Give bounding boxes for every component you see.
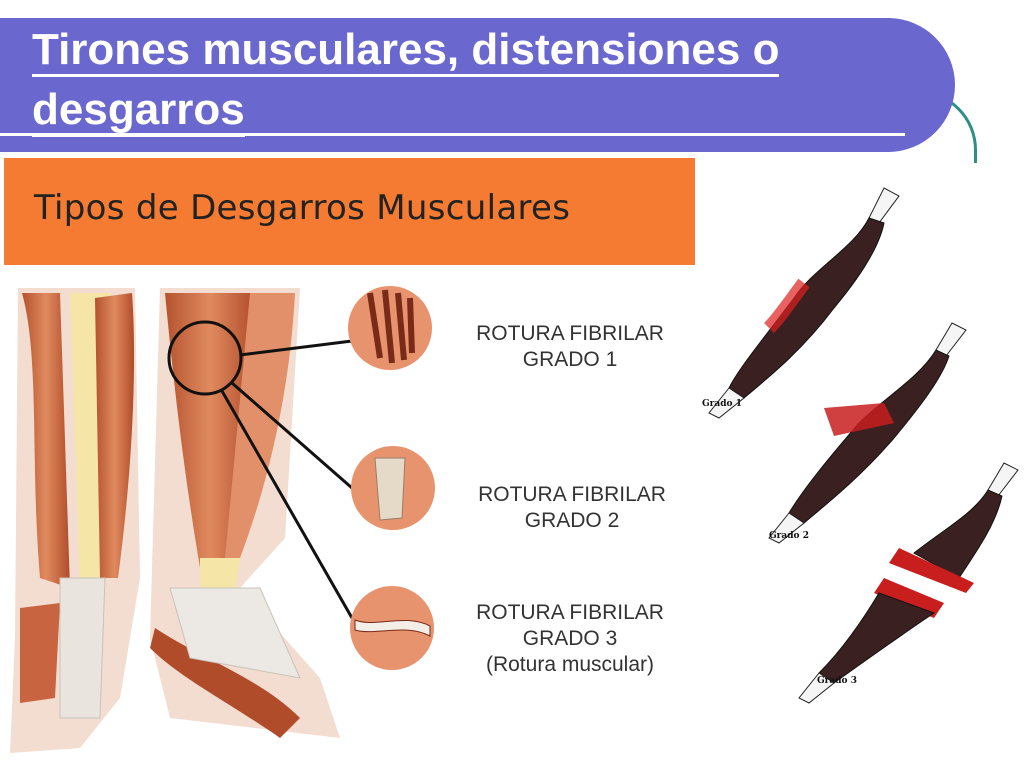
illustration-panel: Tipos de Desgarros Musculares	[0, 158, 1024, 768]
left-leg	[10, 288, 140, 753]
pointer-line-2	[231, 381, 353, 490]
pointer-line-3	[220, 390, 354, 619]
muscle-grade-3-label: Grado 3	[817, 676, 857, 686]
slide-title: Tirones musculares, distensiones o desga…	[32, 20, 912, 140]
title-underline	[0, 133, 905, 136]
detail-circle-grade-3	[350, 586, 434, 670]
grade-2-line2: GRADO 2	[524, 509, 620, 532]
grade-1-line2: GRADO 1	[522, 348, 618, 371]
grade-3-line3: (Rotura muscular)	[485, 653, 655, 676]
muscle-grade-2-label: Grado 2	[769, 531, 809, 541]
muscle-grade-3: Grado 3	[798, 462, 1019, 704]
muscle-grade-1: Grado 1	[702, 187, 900, 419]
detail-circle-grade-2	[351, 446, 435, 530]
title-bar	[0, 18, 955, 152]
right-leg	[150, 288, 340, 738]
grade-2-line1: ROTURA FIBRILAR	[478, 483, 666, 506]
grade-3-line2: GRADO 3	[522, 627, 618, 650]
grade-3-label: ROTURA FIBRILAR GRADO 3 (Rotura muscular…	[455, 600, 685, 678]
detail-circle-grade-1	[348, 286, 432, 370]
muscle-tear-illustrations: Grado 1 Grado 2 Grado 3	[702, 187, 1019, 704]
muscle-grade-1-label: Grado 1	[702, 399, 742, 409]
zoom-circle	[167, 320, 243, 396]
grade-1-line1: ROTURA FIBRILAR	[476, 322, 664, 345]
grade-1-label: ROTURA FIBRILAR GRADO 1	[455, 321, 685, 373]
legs-illustration	[10, 286, 435, 753]
muscle-grade-2: Grado 2	[768, 322, 967, 544]
banner: Tipos de Desgarros Musculares	[4, 158, 695, 265]
grade-2-label: ROTURA FIBRILAR GRADO 2	[457, 482, 687, 534]
banner-title: Tipos de Desgarros Musculares	[34, 188, 571, 228]
grade-3-line1: ROTURA FIBRILAR	[476, 601, 664, 624]
pointer-line-1	[239, 339, 353, 357]
